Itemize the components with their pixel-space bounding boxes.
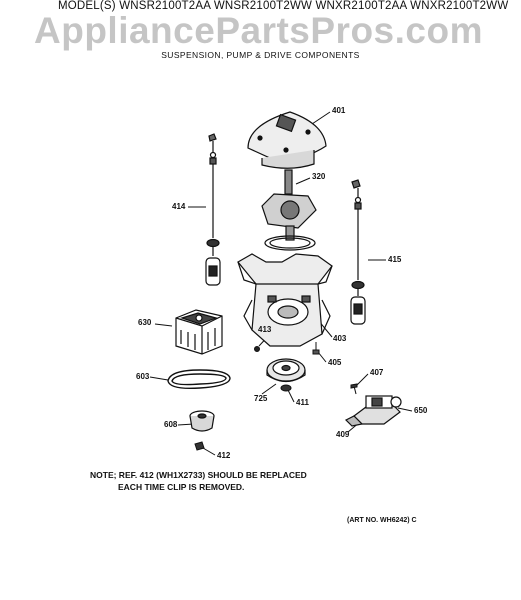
replacement-note: NOTE; REF. 412 (WH1X2733) SHOULD BE REPL… [90,469,307,493]
callout-412: 412 [217,451,231,460]
callout-407: 407 [370,368,384,377]
leader-320 [295,177,311,185]
watermark-logo: AppliancePartsPros.com [34,10,483,51]
callout-603: 603 [136,372,150,381]
callout-411: 411 [296,398,309,407]
note-line-2: EACH TIME CLIP IS REMOVED. [118,482,245,492]
callout-409: 409 [336,430,350,439]
callout-608: 608 [164,420,178,429]
bolt-405 [312,342,320,355]
screw-407 [350,383,358,395]
screw-413 [254,346,260,352]
pump-650 [344,395,402,427]
model-list: MODEL(S) WNSR2100T2AA WNSR2100T2WW WNXR2… [58,0,509,12]
callout-414: 414 [172,202,186,211]
retaining-clip-412 [194,441,205,451]
clip-411 [280,384,292,392]
suspension-rod-414 [205,133,221,286]
callout-413: 413 [258,325,272,334]
art-number: (ART NO. WH6242) C [347,517,417,524]
leader-407 [355,373,369,387]
callout-403: 403 [333,334,347,343]
note-line-1: NOTE; REF. 412 (WH1X2733) SHOULD BE REPL… [90,470,307,480]
leader-401 [311,111,331,125]
callout-650: 650 [414,406,428,415]
motor-pulley-608 [189,410,215,432]
leader-650 [397,407,413,412]
motor-630 [175,309,223,355]
drive-belt-603 [167,369,231,390]
drive-assembly-320 [261,169,317,251]
callout-630: 630 [138,318,152,327]
pump-pulley-725 [266,358,306,383]
callout-405: 405 [328,358,342,367]
leader-411 [287,389,295,403]
callout-415: 415 [388,255,402,264]
callout-320: 320 [312,172,326,181]
diagram-subtitle: SUSPENSION, PUMP & DRIVE COMPONENTS [161,50,360,60]
mounting-plate-403 [237,253,333,347]
leader-412 [202,447,216,456]
leader-603 [149,376,169,381]
leader-725 [261,383,277,395]
suspension-rod-415 [350,179,366,325]
pump-cover-401 [247,111,327,169]
callout-725: 725 [254,394,268,403]
leader-630 [154,323,173,327]
callout-401: 401 [332,106,346,115]
